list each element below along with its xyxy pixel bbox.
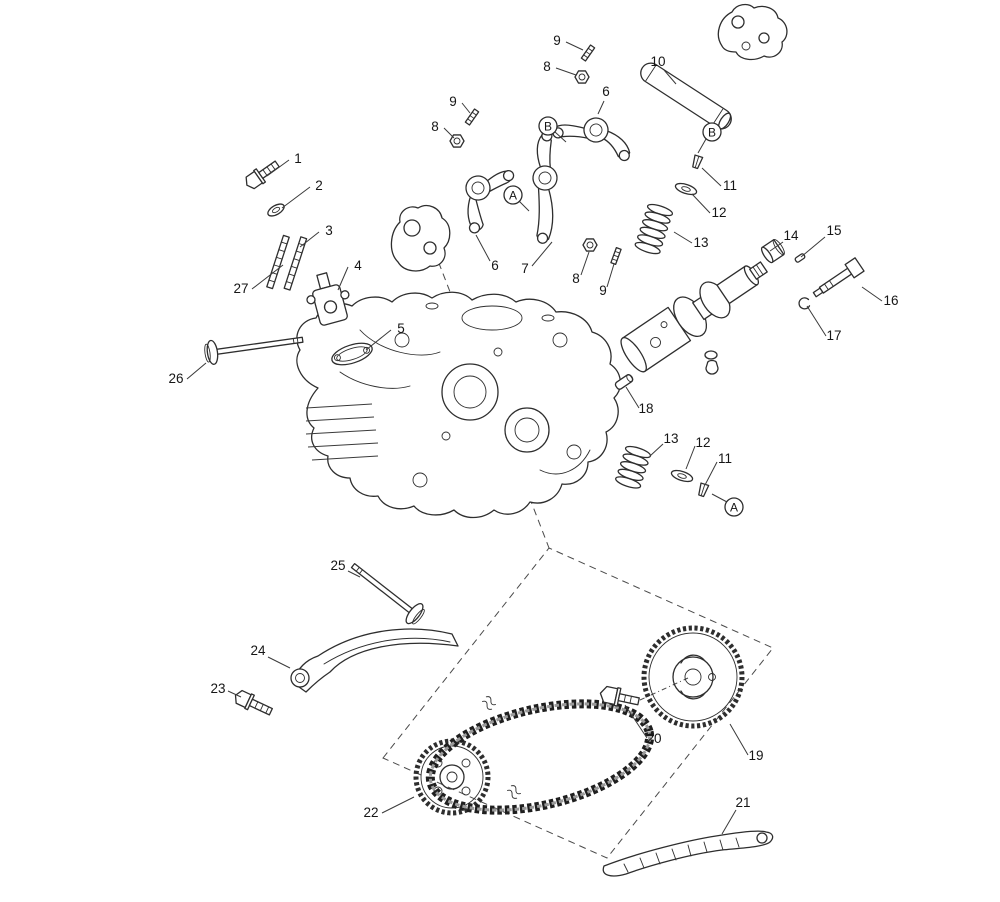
callout-9a: 9 [553,33,561,48]
callout-8b: 8 [431,119,439,134]
chain-break-mark-lower [501,780,527,804]
callout-8a: 8 [543,59,551,74]
rocker-shaft [640,62,732,130]
leader-lines [186,41,883,835]
callout-14: 14 [783,228,799,243]
spring-retainer-upper [674,182,698,196]
dowel-pin [614,374,634,390]
adjuster-screw-center [610,246,622,266]
valve-spring-upper [634,203,674,255]
callout-9c: 9 [599,283,607,298]
callout-13a: 13 [693,235,708,250]
ref-letter-A-lower-label: A [730,501,738,515]
ref-letter-B-top-label: B [544,120,552,134]
rocker-arm-intake [465,169,515,234]
intake-valve [204,336,304,365]
callout-10: 10 [650,54,665,69]
chain-tensioner-blade [602,830,774,877]
adjuster-nut-center [582,238,598,252]
callout-7: 7 [521,261,529,276]
callout-24: 24 [250,643,266,658]
callout-2: 2 [315,178,323,193]
callout-6b: 6 [491,258,499,273]
callout-13b: 13 [663,431,678,446]
flange-bolt [245,160,280,190]
retaining-clip [798,297,811,310]
camshaft-sprocket [641,625,745,729]
callout-26: 26 [168,371,183,386]
ref-letter-A-top-label: A [509,189,517,203]
valve-keeper-lower [698,482,710,498]
camshaft [620,261,768,373]
chain-break-mark-upper [476,691,502,715]
callout-12a: 12 [711,205,726,220]
callout-16: 16 [883,293,898,308]
exhaust-valve [350,562,425,625]
mounting-studs [266,234,308,291]
callout-6a: 6 [602,84,610,99]
rocker-shaft-bracket [717,3,788,61]
cylinder-head [296,291,621,519]
valve-keeper-upper [692,154,704,170]
ref-letter-A-top: A [503,185,523,205]
callout-11b: 11 [718,451,732,466]
cam-end-bolt [812,257,865,298]
sprocket-bolt [599,685,640,707]
callout-1: 1 [294,151,302,166]
callout-4: 4 [354,258,362,273]
callout-25: 25 [330,558,345,573]
cam-chain-tensioner-body [306,272,350,326]
callout-19: 19 [748,748,763,763]
callout-8c: 8 [572,271,580,286]
callout-labels: 1 2 3 4 5 6 6 7 8 8 8 9 9 9 10 11 11 12 … [168,33,898,820]
sealing-washer [267,203,285,217]
guide-bolt [234,689,273,716]
callout-3: 3 [325,223,333,238]
valve-spring-lower [615,445,652,489]
adjuster-screw-top [580,44,596,62]
callout-5: 5 [397,321,405,336]
callout-9b: 9 [449,94,457,109]
cam-chain-guide [290,628,459,693]
adjuster-screw-left [464,108,480,126]
ref-letter-B-top: B [538,116,558,136]
callout-15: 15 [826,223,841,238]
callout-12b: 12 [695,435,710,450]
valve-shim-parts [704,350,719,375]
rocker-arm-exhaust [552,117,631,162]
cam-end-cap [760,238,785,264]
ref-letter-B-right: B [702,122,722,142]
callout-18: 18 [638,401,653,416]
adjuster-nut-top [574,70,590,84]
callout-21: 21 [735,795,750,810]
ref-letter-B-right-label: B [708,126,716,140]
cam-chain [425,699,655,815]
callout-27: 27 [233,281,248,296]
callout-17: 17 [826,328,841,343]
ref-letter-A-lower: A [724,497,744,517]
spring-retainer-lower [670,469,694,483]
callout-23: 23 [210,681,225,696]
cam-support-bracket [390,204,451,272]
callout-20: 20 [646,731,661,746]
callout-22: 22 [363,805,378,820]
callout-11a: 11 [723,178,737,193]
rocker-arm-center [532,130,558,244]
